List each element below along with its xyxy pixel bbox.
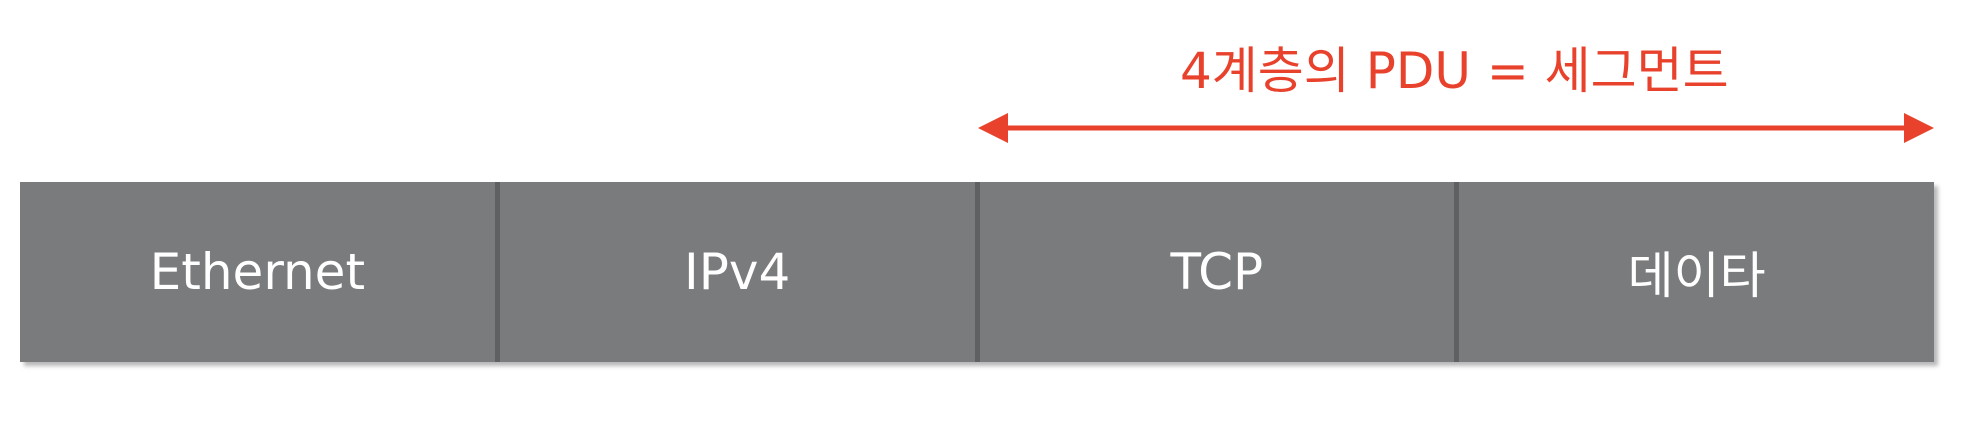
span-arrow-head-left bbox=[978, 113, 1008, 143]
field-data: 데이타 bbox=[1454, 182, 1934, 362]
span-arrow-head-right bbox=[1904, 113, 1934, 143]
packet-structure-bar: Ethernet IPv4 TCP 데이타 bbox=[20, 182, 1934, 362]
segment-span-label: 4계층의 PDU = 세그먼트 bbox=[1180, 42, 1729, 100]
field-ethernet: Ethernet bbox=[20, 182, 495, 362]
field-ipv4: IPv4 bbox=[494, 182, 975, 362]
field-tcp: TCP bbox=[974, 182, 1455, 362]
